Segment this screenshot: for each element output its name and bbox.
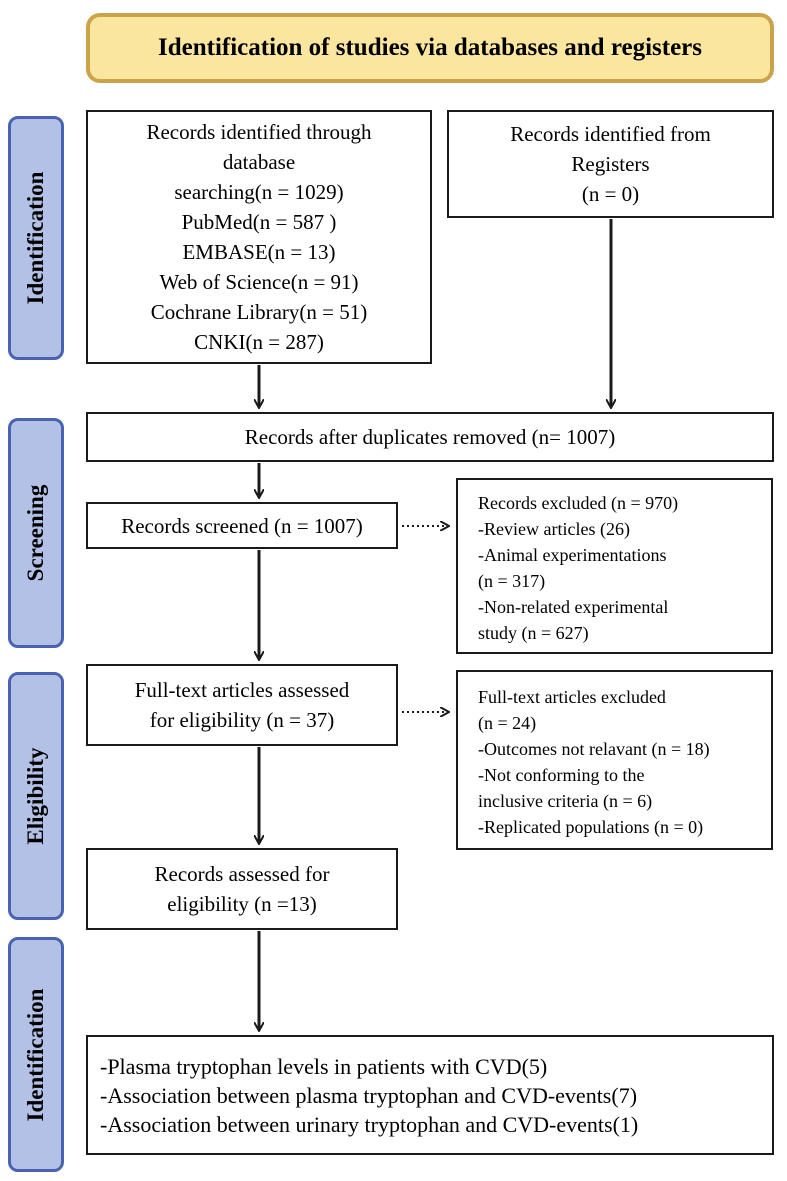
text-line: Records identified from <box>510 122 711 146</box>
text-line: Records screened (n = 1007) <box>121 513 363 538</box>
text-line: (n = 24) <box>478 713 537 733</box>
header-banner: Identification of studies via databases … <box>86 13 774 83</box>
text-line: Records identified through <box>146 120 372 144</box>
text-line: (n = 0) <box>581 182 640 206</box>
text-line: searching(n = 1029) <box>174 180 344 204</box>
text-line: Records excluded (n = 970) <box>478 493 679 513</box>
text-line: PubMed(n = 587 ) <box>181 210 337 234</box>
stage-included: Identification <box>8 937 64 1172</box>
text-line: eligibility (n =13) <box>167 892 317 916</box>
included-studies-box: -Plasma tryptophan levels in patients wi… <box>86 1035 774 1155</box>
records-excluded-box: Records excluded (n = 970) -Review artic… <box>456 478 773 654</box>
text-line: study (n = 627) <box>478 623 589 643</box>
fulltext-excluded-box: Full-text articles excluded (n = 24) -Ou… <box>456 670 773 850</box>
records-screened-box: Records screened (n = 1007) <box>86 502 398 549</box>
text-line: -Non-related experimental <box>478 597 669 617</box>
text-line: (n = 317) <box>478 571 546 591</box>
registers-records-box: Records identified from Registers (n = 0… <box>447 110 774 218</box>
stage-eligibility: Eligibility <box>8 672 64 920</box>
text-line: -Not conforming to the <box>478 765 645 785</box>
text-line: Records after duplicates removed (n= 100… <box>244 425 616 449</box>
text-line: Web of Science(n = 91) <box>159 270 359 294</box>
text-line: for eligibility (n = 37) <box>149 708 335 732</box>
text-line: -Association between plasma tryptophan a… <box>100 1082 638 1108</box>
text-line: -Plasma tryptophan levels in patients wi… <box>100 1053 548 1079</box>
text-line: -Animal experimentations <box>478 545 667 565</box>
duplicates-removed-box: Records after duplicates removed (n= 100… <box>86 412 774 462</box>
text-line: -Replicated populations (n = 0) <box>478 817 704 837</box>
stage-screening: Screening <box>8 418 64 648</box>
records-assessed-box: Records assessed for eligibility (n =13) <box>86 848 398 930</box>
text-line: Full-text articles excluded <box>478 687 666 707</box>
text-line: inclusive criteria (n = 6) <box>478 791 653 811</box>
text-line: Registers <box>571 152 650 176</box>
text-line: Records assessed for <box>154 862 330 886</box>
stage-identification: Identification <box>8 116 64 360</box>
text-line: Full-text articles assessed <box>134 678 350 702</box>
database-records-box: Records identified through database sear… <box>86 110 432 364</box>
text-line: EMBASE(n = 13) <box>182 240 336 264</box>
text-line: CNKI(n = 287) <box>194 330 324 354</box>
header-title: Identification of studies via databases … <box>157 34 702 61</box>
text-line: Cochrane Library(n = 51) <box>150 300 368 324</box>
text-line: -Review articles (26) <box>478 519 630 539</box>
fulltext-assessed-box: Full-text articles assessed for eligibil… <box>86 664 398 746</box>
text-line: -Association between urinary tryptophan … <box>100 1111 639 1137</box>
text-line: database <box>222 150 296 174</box>
text-line: -Outcomes not relavant (n = 18) <box>478 739 710 759</box>
